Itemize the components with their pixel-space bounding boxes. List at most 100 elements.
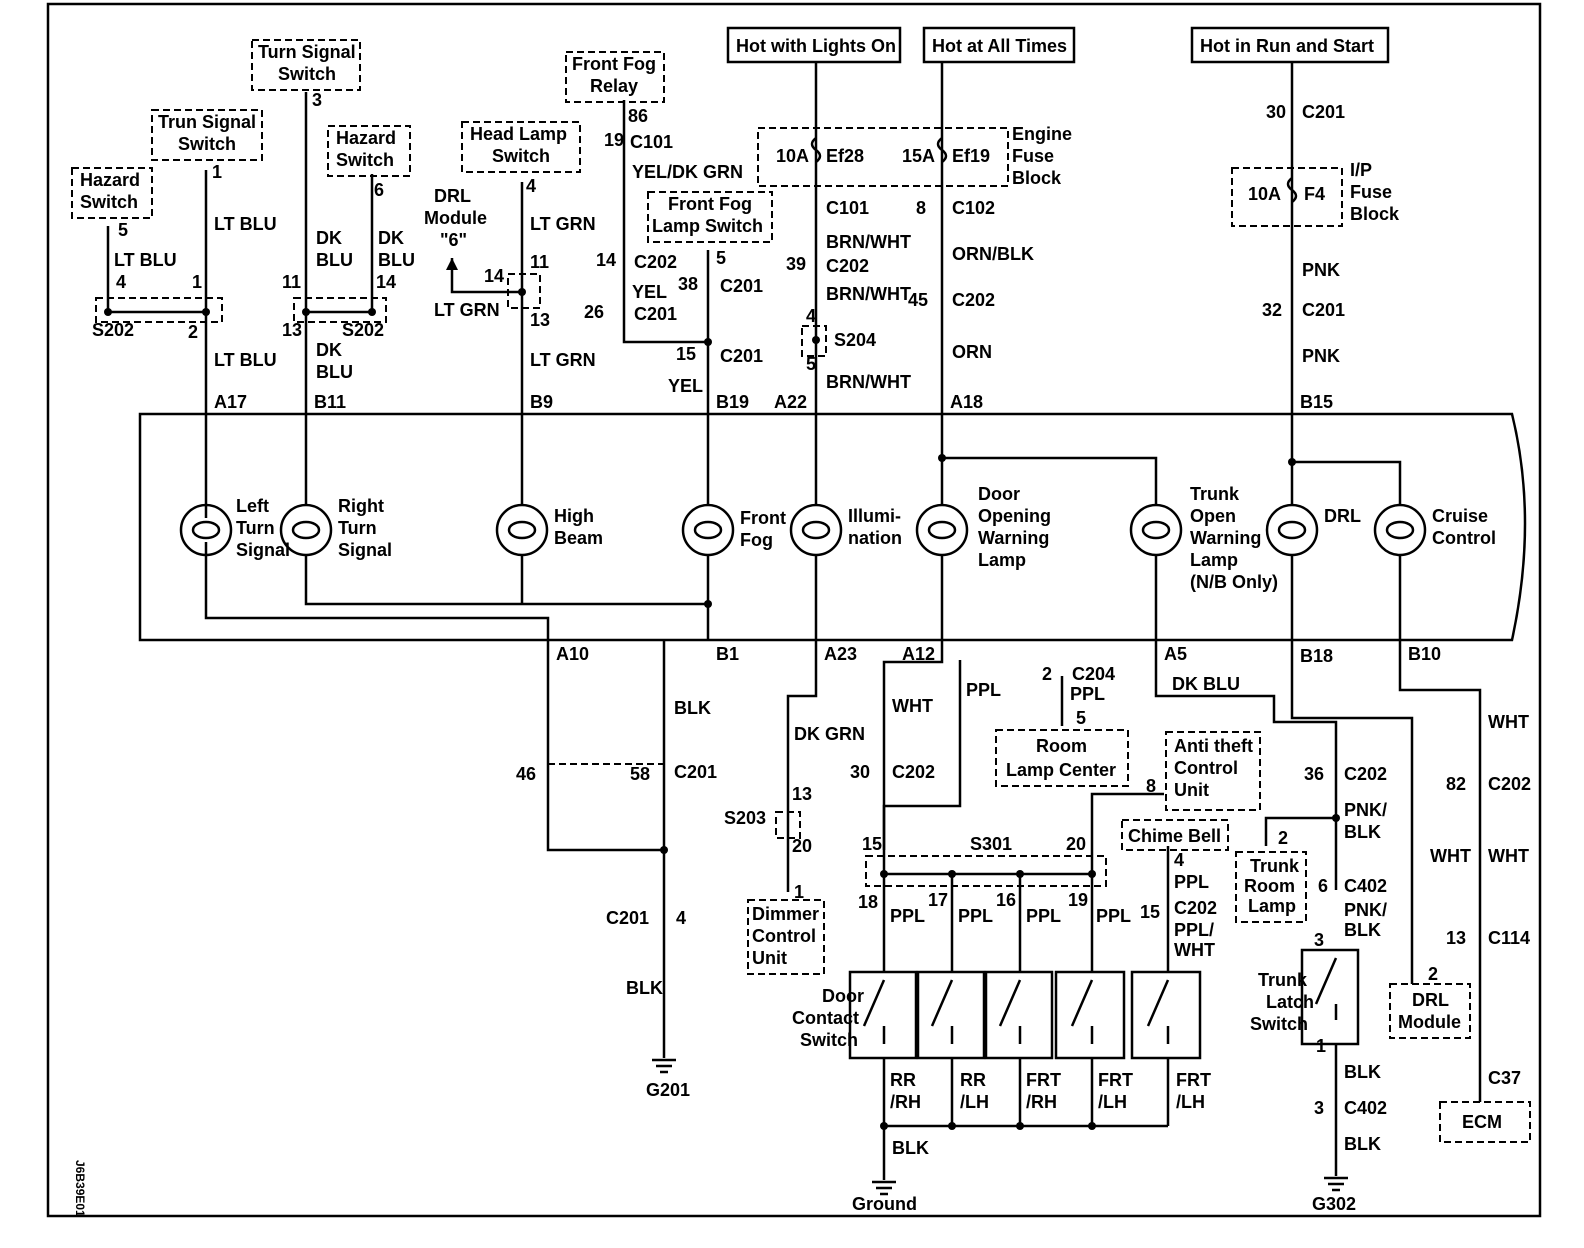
drl-splice-box [507,273,541,309]
svg-text:YEL: YEL [668,376,703,396]
anti-theft-box [1165,731,1261,811]
svg-text:B18: B18 [1300,646,1333,666]
svg-text:C202: C202 [634,252,677,272]
ecm-box [1439,1101,1531,1143]
svg-text:A17: A17 [214,392,247,412]
svg-text:5: 5 [118,220,128,240]
svg-text:13: 13 [530,310,550,330]
fuse-ef19-rating: 15A [902,146,935,166]
svg-text:19: 19 [604,130,624,150]
room-lamp-center-box [995,729,1129,787]
front-fog-lamp-switch-box [647,191,773,243]
svg-text:30: 30 [850,762,870,782]
svg-text:FRT/LH: FRT/LH [1176,1070,1211,1112]
trunk-warning-bulb [1129,503,1183,557]
svg-text:C202: C202 [1488,774,1531,794]
svg-text:1: 1 [1316,1036,1326,1056]
svg-text:B9: B9 [530,392,553,412]
hot-run-start-label: Hot in Run and Start [1200,36,1374,56]
svg-text:4: 4 [1174,850,1184,870]
fuse-f4-rating: 10A [1248,184,1281,204]
svg-text:4: 4 [676,908,686,928]
svg-text:C202: C202 [826,256,869,276]
svg-text:2: 2 [1428,964,1438,984]
svg-text:C101: C101 [826,198,869,218]
svg-text:39: 39 [786,254,806,274]
svg-text:8: 8 [916,198,926,218]
svg-text:BLK: BLK [1344,1062,1381,1082]
svg-text:BRN/WHT: BRN/WHT [826,372,911,392]
figure-code: J6B39E01 [73,1160,87,1217]
svg-text:15: 15 [676,344,696,364]
svg-text:86: 86 [628,106,648,126]
svg-text:1: 1 [794,882,804,902]
svg-text:6: 6 [1318,876,1328,896]
svg-text:82: 82 [1446,774,1466,794]
svg-text:3: 3 [1314,930,1324,950]
svg-text:1: 1 [212,162,222,182]
svg-text:32: 32 [1262,300,1282,320]
svg-text:3: 3 [312,90,322,110]
svg-text:C201: C201 [720,346,763,366]
svg-text:A12: A12 [902,644,935,664]
svg-text:C101: C101 [630,132,673,152]
svg-text:58: 58 [630,764,650,784]
svg-text:C402: C402 [1344,1098,1387,1118]
svg-text:S202: S202 [342,320,384,340]
svg-text:C402: C402 [1344,876,1387,896]
svg-text:C37: C37 [1488,1068,1521,1088]
svg-text:A23: A23 [824,644,857,664]
svg-text:20: 20 [792,836,812,856]
svg-text:C204: C204 [1072,664,1115,684]
s203-box [775,811,801,839]
s204-box [801,325,827,357]
hot-lights-on-label: Hot with Lights On [736,36,896,56]
svg-text:WHT: WHT [1488,846,1529,866]
cluster-wires [204,414,1402,640]
cruise-bulb [1373,503,1427,557]
svg-text:PPL: PPL [1174,872,1209,892]
svg-text:19: 19 [1068,890,1088,910]
chime-bell-box [1121,819,1229,851]
svg-text:FRT/RH: FRT/RH [1026,1070,1061,1112]
svg-text:A18: A18 [950,392,983,412]
left-turn-bulb [179,503,233,557]
svg-text:Illumi-nation: Illumi-nation [848,506,902,548]
dimmer-control-box [747,899,825,975]
ip-fuse-block-box [1231,167,1343,227]
svg-text:13: 13 [282,320,302,340]
svg-text:WHT: WHT [1430,846,1471,866]
svg-text:14: 14 [484,266,504,286]
svg-text:PPL: PPL [966,680,1001,700]
svg-text:11: 11 [282,272,301,292]
svg-text:4: 4 [526,176,536,196]
s202-left-box [95,297,223,323]
fuse-ef28-id: Ef28 [826,146,864,166]
door-warning-bulb [915,503,969,557]
g302-label: G302 [1312,1194,1356,1214]
svg-text:PNK/BLK: PNK/BLK [1344,800,1387,842]
svg-text:C201: C201 [634,304,677,324]
svg-text:8: 8 [1146,776,1156,796]
svg-text:FRT/LH: FRT/LH [1098,1070,1133,1112]
svg-text:BLK: BLK [626,978,663,998]
svg-text:LT GRN: LT GRN [530,214,596,234]
ground-label: Ground [852,1194,917,1214]
svg-text:PPL: PPL [1026,906,1061,926]
svg-text:45: 45 [908,290,928,310]
svg-text:18: 18 [858,892,878,912]
